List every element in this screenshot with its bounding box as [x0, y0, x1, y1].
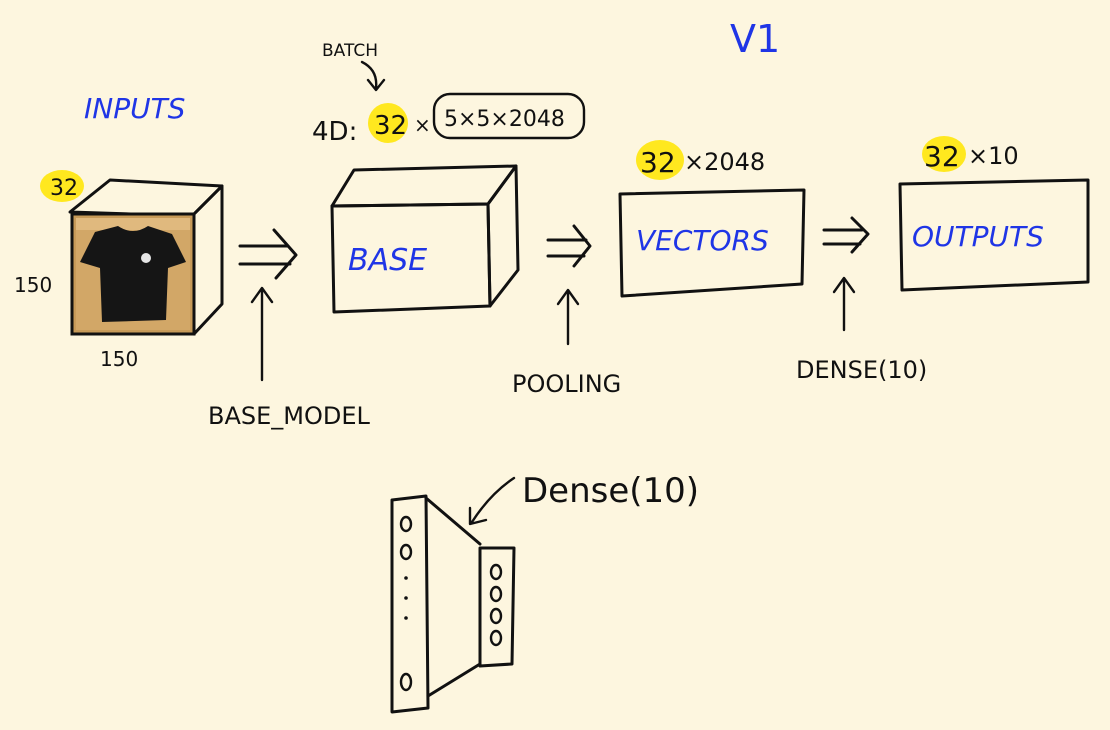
shape-prefix: 4D:	[312, 117, 357, 147]
vectors-label: VECTORS	[636, 224, 769, 257]
arrow-base-to-vectors	[546, 224, 592, 268]
neuron-last	[399, 672, 413, 692]
dense-layer-label: Dense(10)	[522, 471, 699, 511]
outputs-dims: ×10	[968, 142, 1019, 170]
vectors-rect	[618, 188, 806, 298]
vectors-box: 32 ×2048 VECTORS	[618, 140, 806, 298]
input-cube-side	[190, 184, 224, 336]
base-cube-side	[486, 164, 520, 308]
vectors-batch: 32	[640, 146, 676, 179]
outputs-rect	[898, 178, 1090, 292]
input-cube: 32 150 150	[14, 170, 224, 371]
base-cube-top	[330, 164, 518, 208]
ellipsis-dot-2	[404, 596, 408, 600]
shape-times: ×	[414, 113, 431, 137]
batch-annotation: BATCH 4D: 32 × 5×5×2048	[312, 41, 586, 147]
dense-output-column	[478, 546, 516, 668]
outputs-batch: 32	[924, 140, 960, 173]
dense-connections	[424, 496, 482, 698]
shape-rest: 5×5×2048	[444, 107, 565, 132]
neuron-1	[399, 515, 413, 533]
outputs-batch-highlight	[922, 136, 966, 172]
ellipsis-dot-1	[404, 576, 408, 580]
shape-rest-box	[432, 92, 586, 140]
out-neuron-2	[489, 585, 503, 603]
tshirt-image	[76, 218, 190, 330]
out-neuron-1	[489, 563, 503, 581]
dense-layer-sketch: Dense(10)	[390, 471, 699, 714]
base-cube: BASE	[330, 164, 520, 314]
arrow-inputs-to-base	[238, 228, 298, 280]
inputs-label: INPUTS	[84, 92, 185, 125]
outputs-box: 32 ×10 OUTPUTS	[898, 136, 1090, 292]
input-batch-highlight	[40, 170, 84, 202]
vectors-dims: ×2048	[684, 148, 765, 176]
arrow-base-model	[250, 286, 274, 382]
version-label: V1	[730, 17, 780, 61]
arrow-pooling	[556, 288, 580, 346]
batch-arrow	[360, 60, 386, 92]
shape-batch-highlight	[368, 103, 408, 143]
input-batch-label: 32	[50, 176, 78, 201]
base-label: BASE	[348, 243, 427, 278]
outputs-label: OUTPUTS	[912, 220, 1044, 253]
dense-input-column	[390, 494, 430, 714]
arrow-dense	[832, 276, 856, 332]
shape-batch: 32	[374, 111, 407, 141]
input-height-label: 150	[14, 273, 52, 297]
out-neuron-4	[489, 629, 503, 647]
arrow-vectors-to-outputs	[822, 216, 870, 254]
ellipsis-dot-3	[404, 616, 408, 620]
input-width-label: 150	[100, 347, 138, 371]
pooling-label: POOLING	[512, 370, 621, 398]
batch-label: BATCH	[322, 41, 378, 61]
base-cube-front	[330, 202, 492, 314]
dense-annotation-arrow	[468, 476, 516, 526]
out-neuron-3	[489, 607, 503, 625]
base-model-label: BASE_MODEL	[208, 402, 371, 430]
vectors-batch-highlight	[636, 140, 684, 180]
dense-label: DENSE(10)	[796, 356, 927, 384]
neuron-2	[399, 543, 413, 561]
